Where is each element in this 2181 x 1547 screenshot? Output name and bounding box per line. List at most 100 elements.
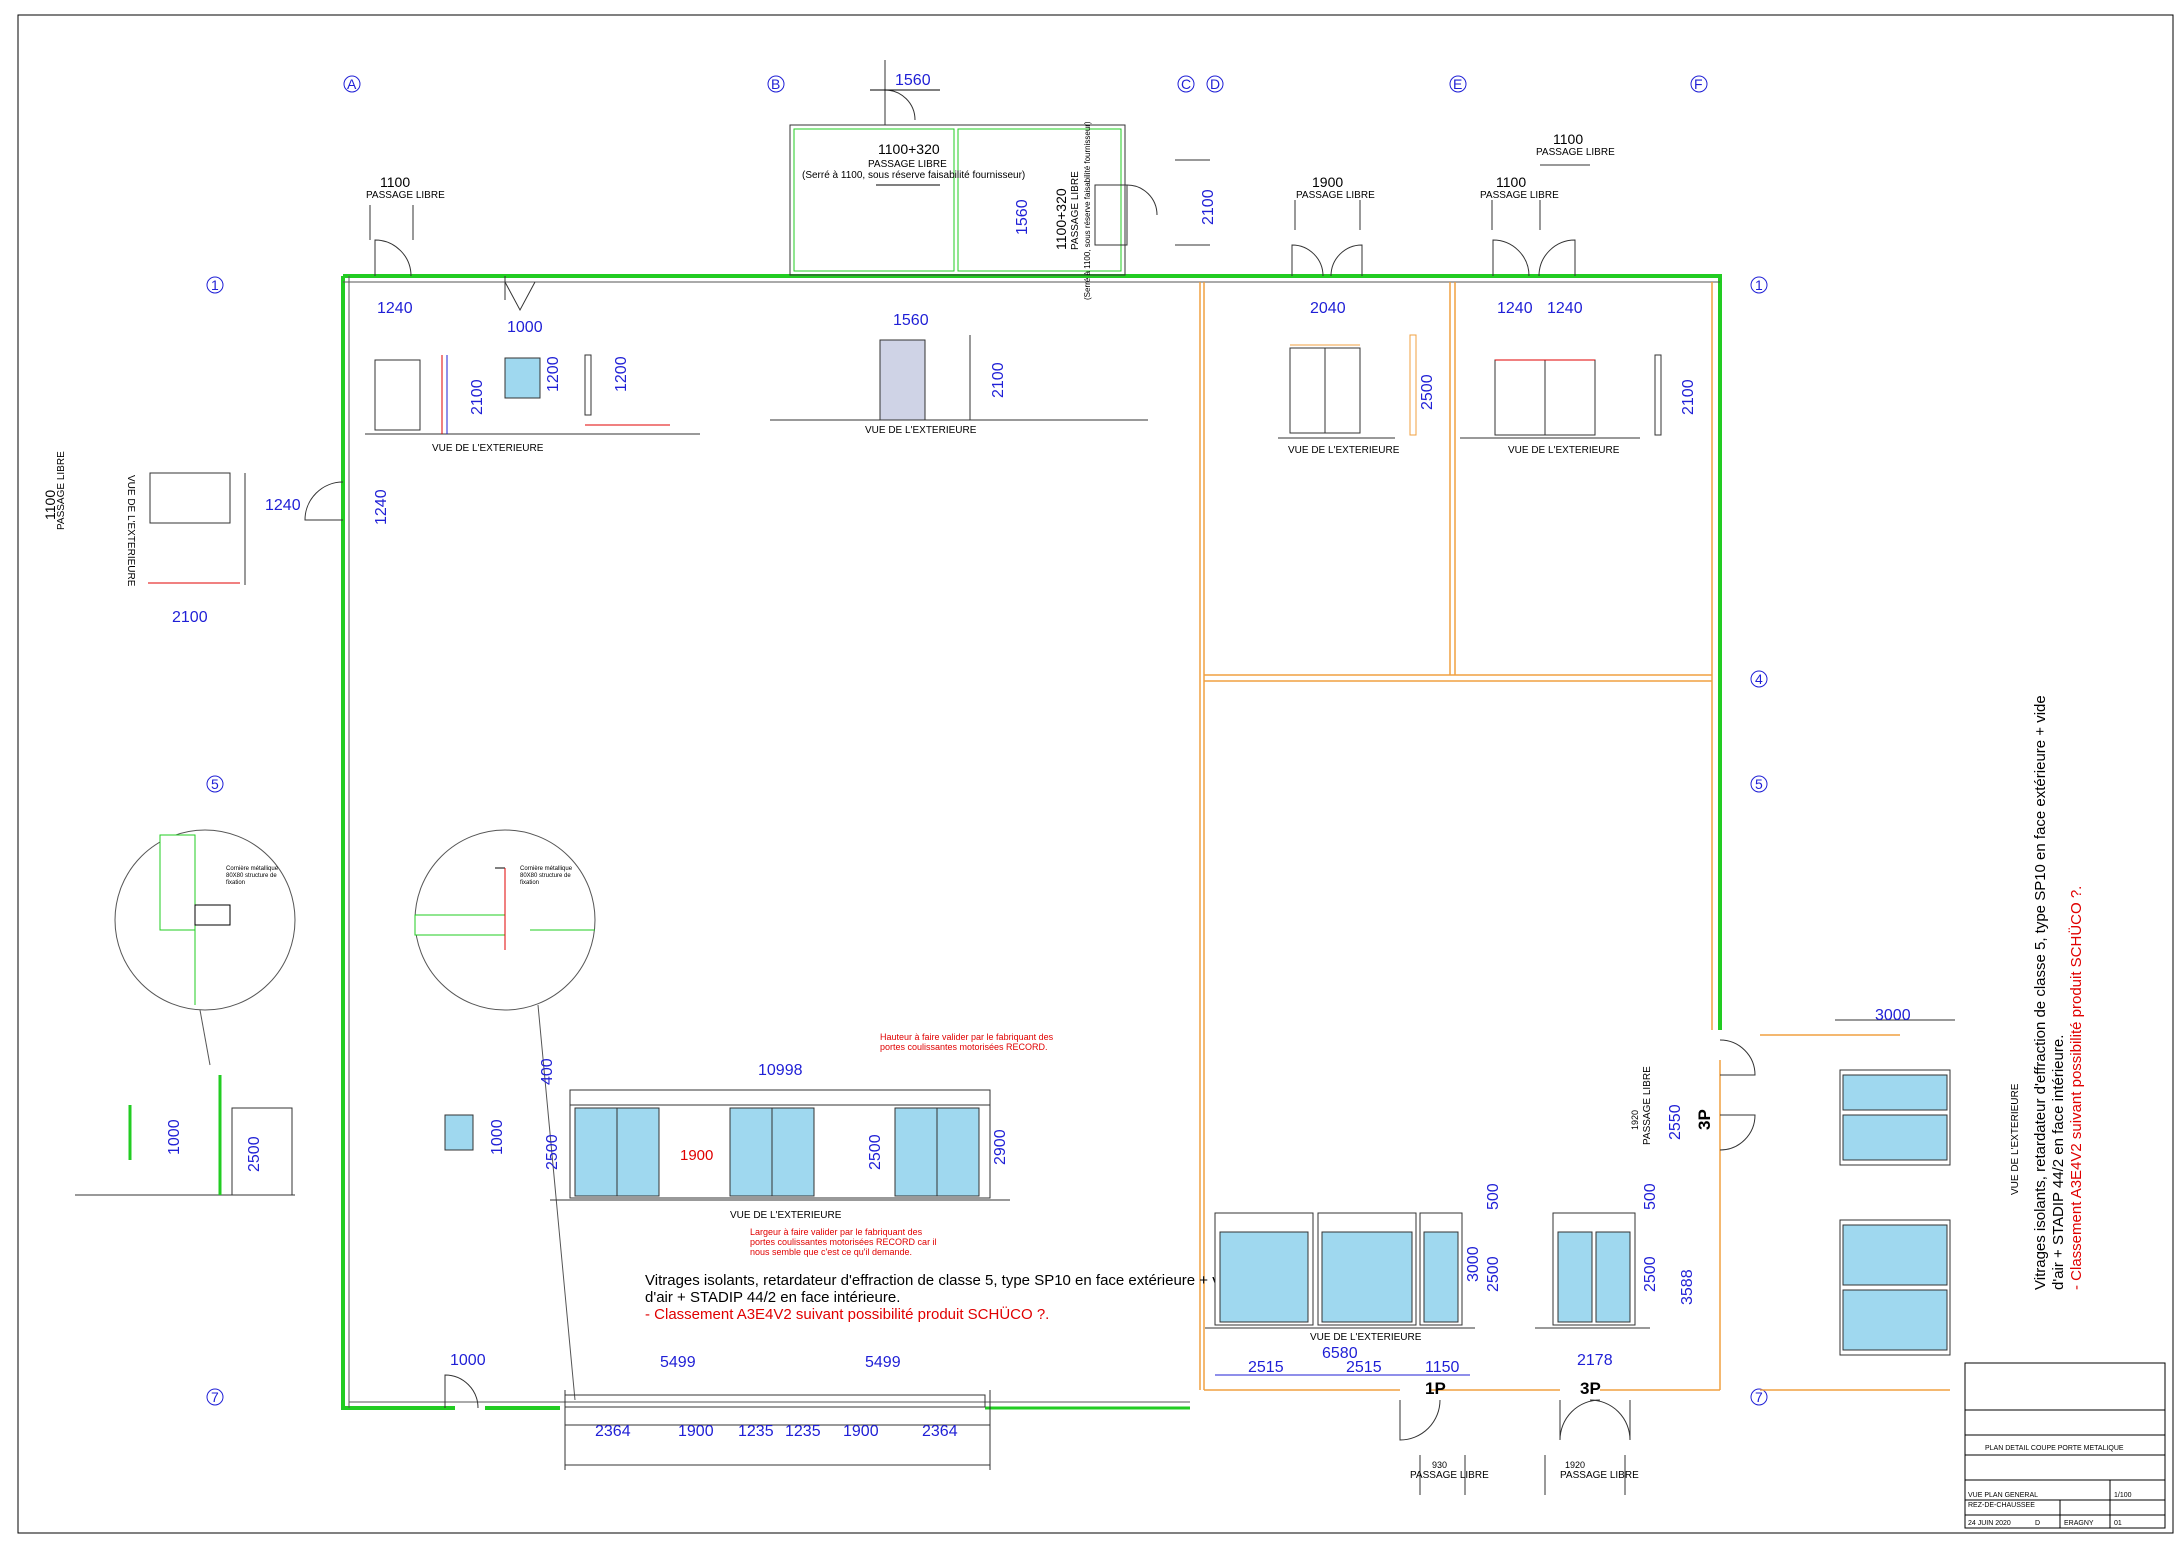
grid-label-c: C — [1181, 76, 1191, 92]
grid-label-7-left: 7 — [211, 1389, 219, 1405]
title-scale: 1/100 — [2114, 1492, 2132, 1499]
dim-1200-a: 1200 — [545, 356, 562, 392]
dim-1000-det: 1000 — [166, 1119, 183, 1155]
dim-2100-door: 2100 — [990, 362, 1007, 398]
door-3p-label: 3P — [1580, 1379, 1601, 1398]
annex-structure — [789, 60, 1126, 276]
dim-1235-a: 1235 — [738, 1423, 774, 1440]
bottom-right-doors — [1215, 1374, 1631, 1495]
door-a-passage-libre: PASSAGE LIBRE — [366, 190, 445, 201]
door-e-top — [1291, 200, 1363, 277]
grid-label-a: A — [347, 76, 357, 92]
dim-1900-a: 1900 — [678, 1423, 714, 1440]
dim-1100-f2: 1100 — [1496, 174, 1526, 190]
dim-2900: 2900 — [992, 1129, 1009, 1165]
door-1p-passage-libre: PASSAGE LIBRE — [1410, 1470, 1489, 1481]
red-note-mid-3: nous semble que c'est ce qu'il demande. — [750, 1247, 912, 1257]
side-passage-libre: PASSAGE LIBRE — [1070, 171, 1081, 250]
grid-axes: A B C D E F 1 1 4 5 5 7 7 — [206, 75, 1768, 1406]
annex-passage-libre: PASSAGE LIBRE — [868, 159, 947, 170]
grid-label-e: E — [1453, 76, 1462, 92]
grid-label-4: 4 — [1755, 671, 1763, 687]
dim-2515-b: 2515 — [1346, 1359, 1382, 1376]
side-annex-door — [1094, 159, 1210, 246]
elevation-e — [1278, 334, 1417, 439]
dim-2515-a: 2515 — [1248, 1359, 1284, 1376]
vertical-note-2: d'air + STADIP 44/2 en face intérieure. — [2050, 1035, 2067, 1290]
door-f1-passage-libre: PASSAGE LIBRE — [1536, 147, 1615, 158]
title-vue-plan: VUE PLAN GENERAL — [1968, 1492, 2038, 1499]
elevation-a-caption: VUE DE L'EXTERIEURE — [432, 443, 544, 454]
grid-label-7-right: 7 — [1755, 1389, 1763, 1405]
dim-1100-320-side: 1100+320 — [1053, 188, 1069, 250]
grid-label-d: D — [1210, 76, 1220, 92]
dim-2500-g2: 2500 — [867, 1134, 884, 1170]
left-side-door — [148, 472, 344, 585]
dim-2100-side: 2100 — [1200, 189, 1217, 225]
dim-400: 400 — [539, 1058, 556, 1085]
dim-1240-left1: 1240 — [265, 497, 301, 514]
vertical-note-3: - Classement A3E4V2 suivant possibilité … — [2067, 886, 2085, 1290]
door-3p-side-label: 3P — [1695, 1109, 1714, 1130]
elevation-f-caption: VUE DE L'EXTERIEURE — [1508, 445, 1620, 456]
grid-label-1-left: 1 — [211, 277, 219, 293]
dim-1900-b: 1900 — [843, 1423, 879, 1440]
title-rez: REZ-DE-CHAUSSEE — [1968, 1502, 2035, 1509]
dim-1100-a: 1100 — [380, 174, 410, 190]
bottom-wall-openings — [444, 1374, 991, 1470]
dim-1000-a: 1000 — [507, 319, 543, 336]
dim-5499-b: 5499 — [865, 1354, 901, 1371]
detail-circle-1 — [114, 829, 296, 1066]
left-passage-libre: PASSAGE LIBRE — [56, 451, 67, 530]
elevation-b-caption: VUE DE L'EXTERIEURE — [865, 425, 977, 436]
dim-1240-a: 1240 — [377, 300, 413, 317]
vertical-note-1: Vitrages isolants, retardateur d'effract… — [2032, 695, 2049, 1290]
detail-1-note-c: fixation — [226, 880, 245, 886]
side-serre-note: (Serré à 1100, sous réserve faisabilité … — [1083, 121, 1092, 300]
door-3p-passage-libre: PASSAGE LIBRE — [1560, 1470, 1639, 1481]
dim-1150: 1150 — [1425, 1359, 1460, 1376]
vitrage-note-2: d'air + STADIP 44/2 en face intérieure. — [645, 1289, 900, 1306]
annex-serre-note: (Serré à 1100, sous réserve faisabilité … — [802, 170, 1025, 181]
grid-label-5-right: 5 — [1755, 776, 1763, 792]
dim-1900-top: 1900 — [1312, 174, 1343, 190]
elevation-e-caption: VUE DE L'EXTERIEURE — [1288, 445, 1400, 456]
dim-2500-s1: 2500 — [1485, 1256, 1502, 1292]
red-note-top-2: portes coulissantes motorisées RECORD. — [880, 1042, 1048, 1052]
vitrage-note-1: Vitrages isolants, retardateur d'effract… — [645, 1272, 1240, 1289]
door-f-top — [1491, 164, 1590, 277]
storefront-elevation — [1205, 1212, 1650, 1329]
dim-930: 930 — [1432, 1460, 1447, 1470]
dim-10998: 10998 — [758, 1062, 803, 1079]
storefront-caption: VUE DE L'EXTERIEURE — [1310, 1332, 1422, 1343]
dim-2550: 2550 — [1667, 1104, 1684, 1140]
dim-500-a: 500 — [1485, 1183, 1502, 1210]
door-e-passage-libre: PASSAGE LIBRE — [1296, 190, 1375, 201]
dim-2364-b: 2364 — [922, 1423, 958, 1440]
title-index: D — [2035, 1520, 2040, 1527]
sliding-glazing-elevation — [550, 1089, 1010, 1201]
dim-1240-left2: 1240 — [373, 489, 390, 525]
red-note-mid-1: Largeur à faire valider par le fabriquan… — [750, 1227, 923, 1237]
right-side-door — [1719, 1039, 1756, 1151]
dim-2500-det: 2500 — [246, 1136, 263, 1172]
dim-1100-f1: 1100 — [1553, 131, 1583, 147]
dim-2178: 2178 — [1577, 1352, 1613, 1369]
dim-3000-r: 3000 — [1875, 1007, 1911, 1024]
right-vue-caption: VUE DE L'EXTERIEURE — [2010, 1083, 2021, 1195]
dim-1240-f1: 1240 — [1497, 300, 1533, 317]
dim-2040: 2040 — [1310, 300, 1346, 317]
title-num: 01 — [2114, 1520, 2122, 1527]
dim-2100-left: 2100 — [172, 609, 208, 626]
detail-1-note-a: Cornière métallique — [226, 866, 279, 872]
grid-label-b: B — [771, 76, 780, 92]
dim-2100-a: 2100 — [469, 379, 486, 415]
grid-label-f: F — [1694, 76, 1703, 92]
dim-1240-f2: 1240 — [1547, 300, 1583, 317]
dim-1000-win: 1000 — [489, 1119, 506, 1155]
title-projet: ERAGNY — [2064, 1520, 2094, 1527]
title-plan-detail: PLAN DETAIL COUPE PORTE METALIQUE — [1985, 1445, 2124, 1452]
dim-5499-a: 5499 — [660, 1354, 696, 1371]
dim-1235-b: 1235 — [785, 1423, 821, 1440]
